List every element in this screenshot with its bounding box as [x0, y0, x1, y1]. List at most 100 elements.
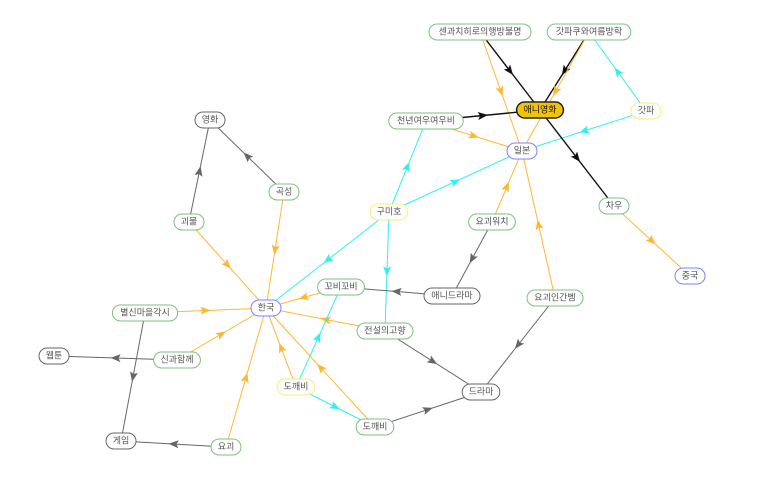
- arrowhead-icon: [391, 287, 402, 296]
- node-box: [423, 287, 481, 305]
- arrowhead-icon: [129, 371, 138, 382]
- node-label: 중국: [682, 271, 699, 282]
- node-box: [674, 267, 706, 285]
- node-game[interactable]: 게임: [105, 432, 137, 450]
- arrowhead-icon: [401, 161, 410, 173]
- node-goksung[interactable]: 곡성: [268, 183, 300, 201]
- node-box: [38, 347, 70, 365]
- node-label: 별신마을각시: [120, 307, 170, 319]
- node-gatpa[interactable]: 갓파: [630, 102, 662, 120]
- node-box: [515, 101, 565, 119]
- node-label: 요괴워치: [475, 216, 508, 228]
- arrowhead-icon: [312, 332, 321, 344]
- node-yogoewatch[interactable]: 요괴워치: [468, 213, 516, 231]
- node-label: 센과치히로의행방불명: [439, 26, 522, 38]
- node-label: 한국: [258, 303, 275, 314]
- node-box: [461, 383, 501, 401]
- node-jeonseol[interactable]: 전설의고향: [356, 322, 414, 340]
- arrowhead-icon: [468, 130, 479, 139]
- node-box: [428, 23, 532, 41]
- node-label: 드라마: [469, 387, 495, 398]
- arrowhead-icon: [243, 152, 254, 163]
- node-label: 애니드라마: [431, 291, 473, 302]
- node-label: 도깨비: [284, 381, 309, 393]
- arrowhead-icon: [215, 331, 226, 340]
- node-label: 전설의고향: [364, 325, 405, 337]
- node-drama[interactable]: 드라마: [461, 383, 501, 401]
- node-box: [355, 418, 395, 436]
- node-chau[interactable]: 차우: [598, 197, 630, 215]
- node-label: 갓파: [638, 106, 655, 117]
- node-box: [105, 432, 137, 450]
- node-ilbon[interactable]: 일본: [506, 142, 538, 160]
- node-label: 괴물: [181, 217, 198, 228]
- node-label: 꼬비꼬비: [324, 282, 357, 293]
- arrowhead-icon: [200, 306, 211, 315]
- node-label: 일본: [514, 146, 531, 157]
- node-box: [506, 142, 538, 160]
- node-box: [630, 102, 662, 120]
- node-yeonghwa[interactable]: 영화: [194, 111, 226, 129]
- node-gumiho[interactable]: 구미호: [369, 203, 409, 221]
- arrowhead-icon: [320, 316, 332, 325]
- arrowhead-icon: [194, 166, 203, 177]
- node-box: [598, 197, 630, 215]
- arrowhead-icon: [514, 338, 525, 349]
- arrowhead-icon: [535, 219, 544, 231]
- arrowhead-icon: [645, 234, 656, 245]
- node-senko[interactable]: 센과치히로의행방불명: [428, 23, 532, 41]
- node-label: 구미호: [377, 207, 402, 218]
- arrowhead-icon: [449, 179, 461, 188]
- node-kkobi[interactable]: 꼬비꼬비: [317, 278, 365, 296]
- node-label: 갓파쿠와여름방학: [556, 26, 622, 38]
- arrowhead-icon: [110, 354, 121, 363]
- node-label: 영화: [202, 115, 219, 126]
- node-webtoon[interactable]: 웹툰: [38, 347, 70, 365]
- arrowhead-icon: [317, 363, 327, 374]
- arrowhead-icon: [279, 342, 287, 354]
- node-anidrama[interactable]: 애니드라마: [423, 287, 481, 305]
- arrowhead-icon: [323, 253, 334, 264]
- arrowhead-icon: [469, 252, 478, 264]
- node-hanguk[interactable]: 한국: [250, 299, 282, 317]
- node-sinkwa[interactable]: 신과함께: [153, 351, 201, 369]
- node-box: [276, 378, 316, 396]
- arrowhead-icon: [383, 266, 392, 277]
- node-ani[interactable]: 애니영화: [515, 101, 565, 119]
- node-box: [546, 23, 632, 41]
- node-label: 요괴: [218, 442, 235, 453]
- arrowhead-icon: [221, 258, 231, 269]
- node-box: [369, 203, 409, 221]
- arrowhead-icon: [503, 64, 514, 75]
- node-yogoeingan[interactable]: 요괴인간벰: [526, 289, 584, 307]
- node-label: 애니영화: [523, 105, 556, 116]
- arrowhead-icon: [495, 85, 504, 97]
- node-jungguk[interactable]: 중국: [674, 267, 706, 285]
- node-box: [111, 304, 179, 322]
- arrowhead-icon: [271, 244, 280, 255]
- node-label: 곡성: [276, 187, 293, 198]
- arrowhead-icon: [579, 125, 590, 134]
- node-byeolsin[interactable]: 별신마을각시: [111, 304, 179, 322]
- arrowhead-icon: [561, 64, 571, 76]
- node-cheonnyeon[interactable]: 천년여우여우비: [388, 112, 464, 130]
- node-box: [526, 289, 584, 307]
- node-gatpa2[interactable]: 갓파쿠와여름방학: [546, 23, 632, 41]
- node-gwemul[interactable]: 괴물: [173, 213, 205, 231]
- arrowhead-icon: [553, 85, 562, 96]
- node-yogoe[interactable]: 요괴: [210, 438, 242, 456]
- node-box: [356, 322, 414, 340]
- arrowhead-icon: [421, 407, 433, 415]
- node-box: [173, 213, 205, 231]
- node-label: 도깨비: [363, 421, 388, 433]
- node-dokkaebi_g[interactable]: 도깨비: [355, 418, 395, 436]
- arrowhead-icon: [168, 440, 179, 449]
- node-box: [468, 213, 516, 231]
- node-label: 게임: [113, 435, 130, 447]
- arrowhead-icon: [240, 372, 249, 384]
- node-box: [388, 112, 464, 130]
- node-box: [268, 183, 300, 201]
- node-dokkaebi_y[interactable]: 도깨비: [276, 378, 316, 396]
